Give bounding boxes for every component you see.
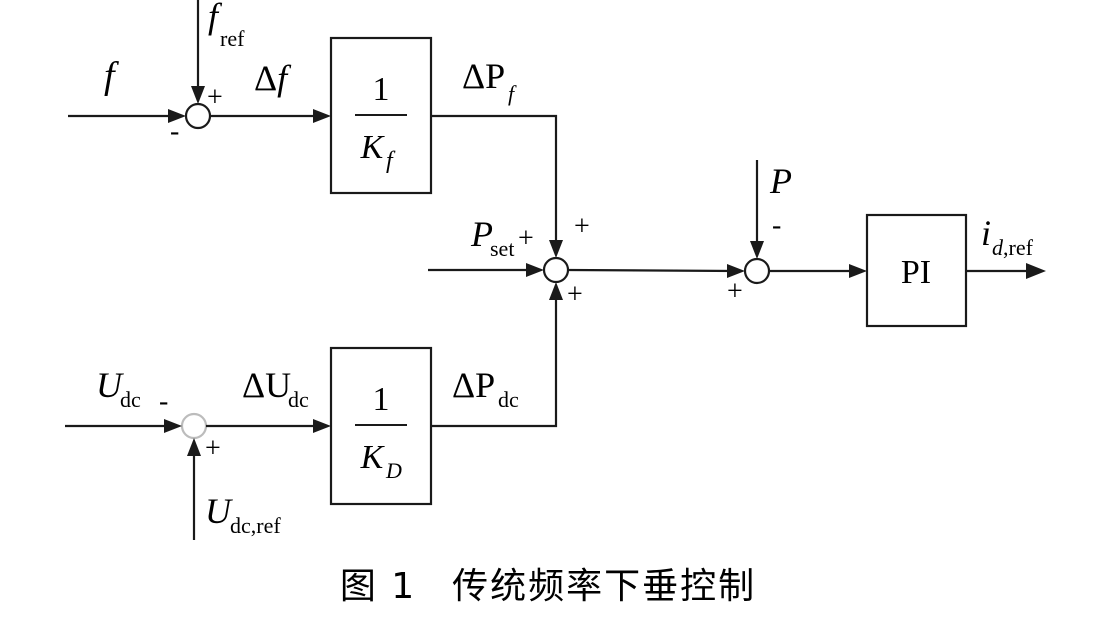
sign-sum3-bottom: + (567, 279, 583, 310)
label-udc-ref-sub: dc,ref (230, 513, 281, 538)
sign-sum3-top: + (574, 211, 590, 242)
wire-power-sum (567, 268, 736, 273)
arrowhead-udc-ref (187, 438, 201, 456)
label-delta-f: Δf (254, 58, 292, 98)
arrowhead-delta-udc (313, 419, 331, 433)
figure-title: 传统频率下垂控制 (452, 566, 756, 607)
sign-sum3-left: + (518, 223, 534, 254)
summing-junction-output (743, 257, 771, 285)
sign-sum4-top: - (772, 210, 781, 241)
arrowhead-id-ref-out (1026, 263, 1046, 279)
block-kd-numerator: 1 (373, 381, 390, 418)
label-udc-ref: U (205, 491, 233, 531)
sign-sum1-top: + (207, 82, 223, 113)
label-f-in: f (104, 55, 119, 97)
figure-number: 图 1 (340, 566, 416, 607)
arrowhead-error (849, 264, 867, 278)
label-p-in: P (769, 161, 792, 201)
arrowhead-delta-pf (549, 240, 563, 258)
arrowhead-p-set (526, 263, 544, 277)
label-udc: U (96, 365, 124, 405)
wire-delta-pf (431, 114, 558, 247)
arrowhead-power-sum (727, 264, 745, 278)
label-id-ref: i (981, 213, 991, 253)
label-f-ref-sub: ref (220, 26, 245, 51)
figure-caption: 图 1 传统频率下垂控制 (340, 566, 756, 607)
block-pi-label: PI (901, 254, 931, 291)
block-kf-denominator: K (360, 129, 386, 166)
summing-junction-voltage (180, 412, 208, 440)
arrowhead-delta-pdc (549, 282, 563, 300)
label-delta-pdc-sub: dc (498, 387, 519, 412)
label-delta-pf-sub: f (508, 81, 517, 106)
block-1-over-kd: 1 K D (329, 346, 433, 506)
label-delta-udc: ΔU (242, 365, 291, 405)
block-1-over-kf: 1 K f (329, 36, 433, 195)
label-id-ref-sub: d,ref (992, 235, 1034, 260)
arrowhead-f-in (168, 109, 186, 123)
wire-delta-pdc (431, 293, 558, 428)
sign-sum4-left: + (727, 276, 743, 307)
label-udc-sub: dc (120, 387, 141, 412)
block-kd-denominator: K (360, 439, 386, 476)
sign-sum1-left: - (170, 116, 179, 147)
block-kf-numerator: 1 (373, 71, 390, 108)
label-delta-pf: ΔP (462, 56, 505, 96)
label-p-set-sub: set (490, 236, 514, 261)
summing-junction-power (542, 256, 570, 284)
block-kf-denominator-sub: f (386, 148, 396, 174)
label-delta-pdc: ΔP (452, 365, 495, 405)
block-kd-denominator-sub: D (385, 458, 402, 483)
block-pi: PI (865, 213, 968, 328)
arrowhead-p-in (750, 241, 764, 259)
arrowhead-udc-in (164, 419, 182, 433)
label-delta-udc-sub: dc (288, 387, 309, 412)
sign-sum2-left: - (159, 386, 168, 417)
sign-sum2-bottom: + (205, 433, 221, 464)
arrowhead-delta-f (313, 109, 331, 123)
arrowhead-f-ref (191, 86, 205, 104)
label-p-set: P (470, 214, 493, 254)
